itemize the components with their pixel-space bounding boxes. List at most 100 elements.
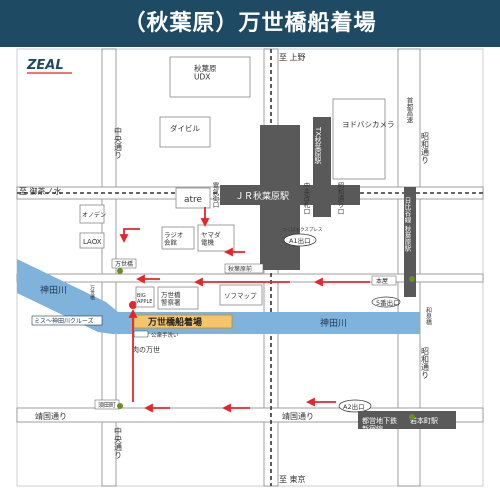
label-showa-exit: 昭和通り口	[336, 182, 344, 215]
label-shuto: 首都高速	[405, 96, 413, 125]
shinjuku-station-block	[358, 411, 456, 429]
boat-dock: 万世橋船着場 公衆手洗い	[129, 301, 233, 339]
label-tsukuba: つくばエクスプレス	[282, 226, 323, 233]
building-daibiru	[159, 116, 211, 148]
label-denkigai-exit: 電気街口	[211, 182, 219, 209]
label-to-ochanomizu: 至 御茶ノ水	[19, 186, 62, 196]
arrow-head-3	[223, 247, 233, 257]
shinjuku-line-station: 都営地下鉄新宿線 岩本町駅	[358, 411, 456, 433]
label-shinjuku-line: 都営地下鉄新宿線	[362, 416, 397, 433]
building-yamada	[197, 224, 235, 252]
route-arrows	[119, 207, 370, 413]
label-signal-sudacho: 須田町	[98, 401, 116, 409]
building-bigapple	[135, 286, 155, 308]
label-yasukuni-left: 靖国通り	[35, 411, 67, 421]
label-onoden: オノデン	[82, 211, 106, 219]
label-yamada: ヤマダ電機	[201, 230, 221, 246]
cruise-sign	[31, 315, 103, 326]
building-police	[157, 286, 199, 310]
arrow-head-4	[200, 218, 210, 228]
arrow-head-8	[221, 403, 231, 413]
label-to-tokyo: 至 東京	[279, 474, 306, 484]
label-jr-station: ＪＲ秋葉原駅	[235, 190, 289, 202]
signal-icon-3	[409, 276, 415, 282]
signal-icon-4	[409, 414, 415, 420]
dock-banner	[133, 314, 233, 329]
label-exit-a1: A1出口	[289, 236, 311, 245]
label-atre: atre	[184, 195, 203, 205]
building-sofmap	[219, 284, 263, 306]
label-to-ueno: 至 上野	[279, 53, 306, 62]
exit-a2-badge	[338, 399, 372, 413]
map-area: ZEAL 神田川 神田川 ミス〜神田川クルーズ 万世橋船着場 公衆手洗い	[0, 47, 500, 489]
label-wakyo: 和泉橋	[425, 306, 432, 326]
jr-akihabara-station: ＪＲ秋葉原駅 TX秋葉原駅 日比谷線 秋葉原駅	[220, 117, 416, 297]
label-signal-honjo: 本屋	[376, 277, 388, 285]
label-laox: LAOX	[83, 238, 102, 246]
label-signal-mansei: 万世橋	[115, 260, 133, 268]
label-yodobashi: ヨドバシカメラ	[342, 120, 395, 129]
toilet-label: 公衆手洗い	[151, 331, 179, 339]
river-name-right: 神田川	[320, 317, 347, 329]
label-manseibashi: 万世橋	[89, 285, 95, 301]
label-exit-a2: A2出口	[343, 402, 365, 411]
arrow-head-1	[313, 277, 323, 287]
river-name-left: 神田川	[40, 284, 67, 296]
sign-honjo	[371, 275, 397, 286]
arrow-head-9	[143, 403, 153, 413]
river-water	[17, 259, 420, 334]
hibiya-station-block	[404, 187, 416, 297]
access-map: ZEAL 神田川 神田川 ミス〜神田川クルーズ 万世橋船着場 公衆手洗い	[16, 48, 484, 487]
arrow-head-7	[305, 397, 315, 407]
toilet-icon	[133, 330, 149, 338]
label-tx-station: TX秋葉原駅	[314, 126, 322, 165]
sign-akiba-mae	[224, 263, 264, 274]
building-onoden	[79, 204, 105, 224]
header-bar: （秋葉原）万世橋船着場	[0, 0, 500, 47]
label-police: 万世橋警察署	[161, 290, 181, 306]
label-exit-5: 5番出口	[376, 298, 400, 307]
label-nikunomansei: 肉の万世	[132, 345, 160, 354]
label-sofmap: ソフマップ	[224, 292, 257, 300]
zeal-logo: ZEAL	[26, 58, 72, 74]
building-radio	[161, 226, 195, 250]
label-signal-akiba: 秋葉原前	[228, 265, 252, 273]
traffic-signals	[117, 268, 415, 420]
signal-icon-1	[117, 268, 123, 274]
logo-text: ZEAL	[26, 58, 64, 73]
label-hibiya-station: 日比谷線 秋葉原駅	[403, 197, 411, 253]
label-radio: ラジオ会館	[164, 231, 183, 246]
page-title: （秋葉原）万世橋船着場	[123, 11, 377, 36]
label-chuo-bottom: 中央通り	[114, 426, 123, 459]
intersection-labels: 万世橋 秋葉原前 本屋 須田町 万世橋	[89, 258, 397, 410]
building-yodobashi	[332, 98, 386, 180]
label-daibiru: ダイビル	[170, 123, 200, 133]
label-showa-bottom: 昭和通り	[421, 347, 430, 379]
station-exits: 電気街口 中央改札口 昭和通り口 A1出口 つくばエクスプレス 5番出口 A2出…	[211, 181, 401, 413]
exit-a1-badge	[283, 233, 317, 247]
arrow-head-10	[128, 308, 138, 318]
label-chuo-top: 中央通り	[114, 126, 123, 159]
arrow-head-2	[193, 277, 203, 287]
building-udx	[169, 56, 251, 98]
exit-5-badge	[371, 296, 401, 308]
sign-mansei	[111, 258, 137, 269]
label-iwamotocho: 岩本町駅	[410, 416, 438, 425]
building-atre	[175, 187, 211, 209]
label-chuo-exit: 中央改札口	[302, 181, 310, 215]
label-showa-top: 昭和通り	[421, 132, 430, 164]
tx-station-block	[313, 117, 331, 217]
signal-icon-2	[117, 403, 123, 409]
buildings	[79, 56, 386, 310]
dock-label: 万世橋船着場	[147, 316, 202, 328]
kanda-river: 神田川 神田川 ミス〜神田川クルーズ	[17, 259, 420, 334]
road-labels: 至 上野 至 御茶ノ水 至 東京 中央通り 中央通り 昭和通り 昭和通り 靖国通…	[19, 53, 432, 484]
arrow-head-5	[119, 234, 129, 244]
arrow-head-6	[135, 274, 145, 284]
cruise-label: ミス〜神田川クルーズ	[34, 317, 94, 325]
dock-marker	[129, 301, 137, 309]
building-laox	[79, 232, 105, 249]
